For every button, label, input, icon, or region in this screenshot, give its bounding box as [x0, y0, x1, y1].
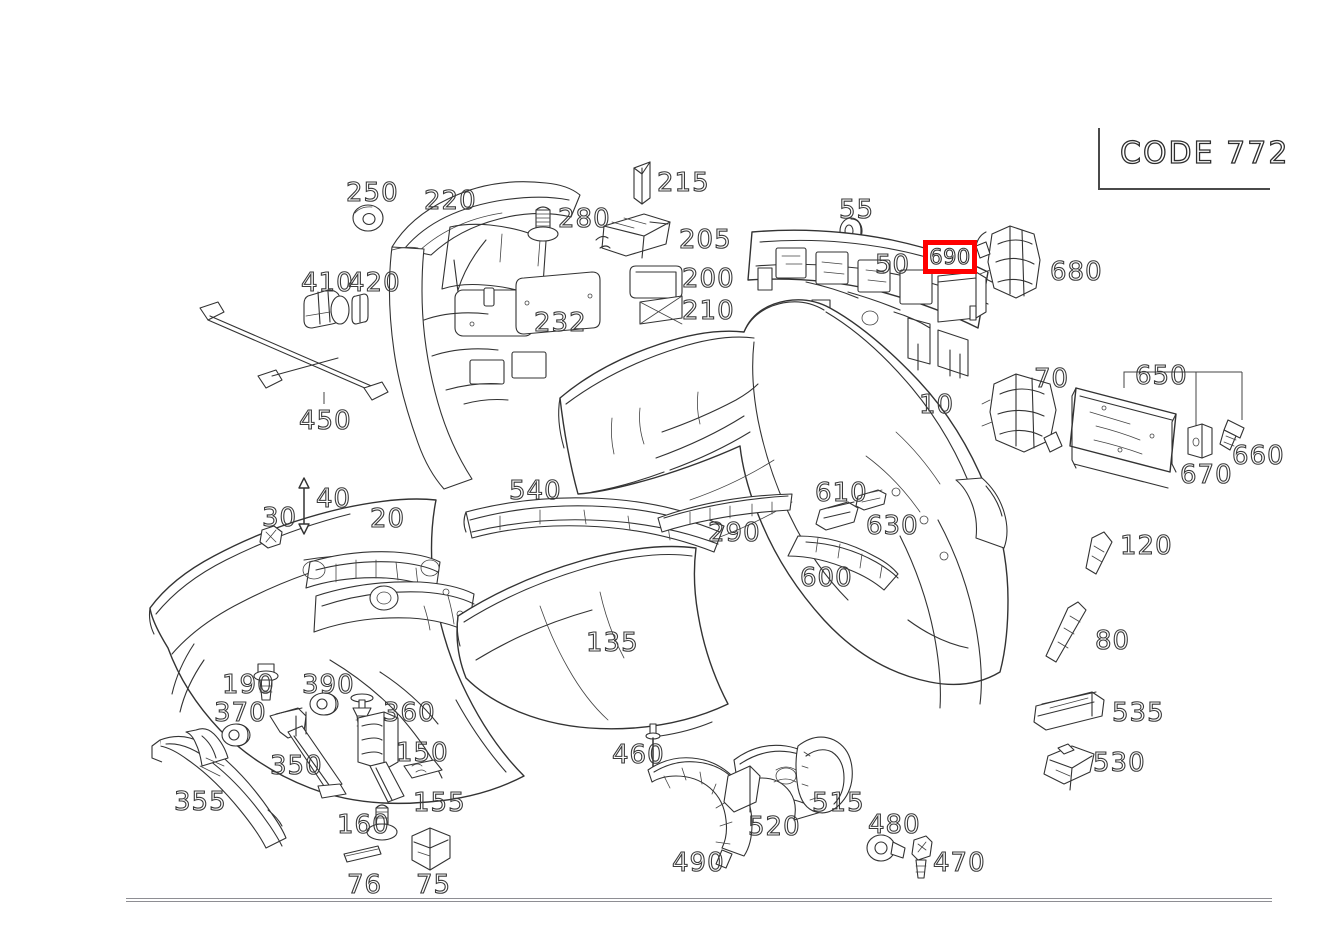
footer-divider	[126, 898, 1272, 902]
part-650-art	[1069, 371, 1243, 489]
callout-680[interactable]: 680	[1049, 257, 1103, 287]
callout-200[interactable]: 200	[681, 264, 735, 294]
part-670-art	[1187, 423, 1213, 459]
part-350-art	[269, 707, 347, 799]
callout-135[interactable]: 135	[585, 628, 639, 658]
callout-290[interactable]: 290	[707, 518, 761, 548]
callout-210[interactable]: 210	[681, 296, 735, 326]
part-420-art	[351, 293, 369, 325]
part-280-art	[527, 206, 559, 242]
callout-600[interactable]: 600	[799, 563, 853, 593]
part-490-art	[647, 757, 753, 869]
callout-530[interactable]: 530	[1092, 748, 1146, 778]
part-515-art	[795, 736, 853, 814]
highlighted-part-number-690[interactable]: 690	[923, 240, 977, 274]
callout-420[interactable]: 420	[347, 268, 401, 298]
callout-355[interactable]: 355	[173, 787, 227, 817]
part-600-art	[787, 535, 899, 591]
callout-520[interactable]: 520	[747, 812, 801, 842]
callout-30[interactable]: 30	[261, 503, 298, 533]
callout-650[interactable]: 650	[1134, 361, 1188, 391]
callout-40[interactable]: 40	[315, 484, 352, 514]
callout-250[interactable]: 250	[345, 178, 399, 208]
part-480-art	[866, 834, 906, 862]
part-630-art	[855, 489, 887, 511]
callout-220[interactable]: 220	[423, 186, 477, 216]
callout-515[interactable]: 515	[811, 788, 865, 818]
part-30-art	[259, 525, 283, 549]
code-plate-label: CODE 772	[1119, 135, 1290, 171]
part-120-art	[1085, 531, 1113, 575]
part-150-art	[357, 711, 405, 803]
part-660-art	[1219, 419, 1245, 451]
callout-410[interactable]: 410	[300, 268, 354, 298]
part-355-art	[151, 728, 287, 849]
callout-76[interactable]: 76	[346, 870, 383, 900]
part-470-art	[911, 835, 933, 879]
part-210-art	[639, 295, 683, 325]
part-530-art	[1043, 743, 1095, 791]
callout-480[interactable]: 480	[867, 810, 921, 840]
callout-20[interactable]: 20	[369, 504, 406, 534]
callout-660[interactable]: 660	[1231, 441, 1285, 471]
part-450-art	[199, 301, 389, 404]
part-75-art	[411, 827, 451, 871]
callout-350[interactable]: 350	[269, 751, 323, 781]
part-76-art	[343, 845, 382, 863]
callout-205[interactable]: 205	[678, 225, 732, 255]
callout-10[interactable]: 10	[918, 390, 955, 420]
part-370-art	[221, 723, 251, 747]
part-390-art	[309, 692, 339, 716]
part-70-art	[981, 373, 1063, 453]
callout-120[interactable]: 120	[1119, 531, 1173, 561]
callout-50[interactable]: 50	[874, 250, 911, 280]
callout-75[interactable]: 75	[415, 870, 452, 900]
callout-610[interactable]: 610	[814, 478, 868, 508]
callout-55[interactable]: 55	[838, 195, 875, 225]
part-290-art	[657, 493, 793, 533]
callout-190[interactable]: 190	[221, 670, 275, 700]
callout-450[interactable]: 450	[298, 406, 352, 436]
part-680-art	[975, 225, 1041, 299]
part-10-art	[558, 299, 1009, 709]
part-80-art	[1045, 601, 1087, 663]
callout-155[interactable]: 155	[412, 788, 466, 818]
callout-630[interactable]: 630	[865, 511, 919, 541]
callout-390[interactable]: 390	[301, 670, 355, 700]
code-plate: CODE 772	[1098, 128, 1288, 190]
part-232-art	[515, 271, 601, 335]
callout-370[interactable]: 370	[213, 698, 267, 728]
callout-460[interactable]: 460	[611, 740, 665, 770]
part-205-art	[595, 213, 671, 259]
part-610-art	[815, 501, 859, 531]
part-40-art	[298, 477, 310, 535]
callout-540[interactable]: 540	[508, 476, 562, 506]
callout-360[interactable]: 360	[382, 698, 436, 728]
part-690-art	[937, 271, 987, 323]
part-160-art	[366, 804, 398, 841]
part-200-art	[629, 265, 683, 299]
part-215-art	[633, 161, 651, 205]
callout-215[interactable]: 215	[656, 168, 710, 198]
callout-160[interactable]: 160	[336, 810, 390, 840]
callout-150[interactable]: 150	[395, 738, 449, 768]
part-155-art	[403, 759, 443, 779]
part-410-art	[303, 289, 350, 329]
callout-80[interactable]: 80	[1094, 626, 1131, 656]
callout-490[interactable]: 490	[671, 848, 725, 878]
part-535-art	[1033, 691, 1105, 731]
callout-470[interactable]: 470	[932, 848, 986, 878]
part-135-art	[456, 545, 729, 737]
highlighted-part-number-label: 690	[929, 244, 971, 269]
callout-232[interactable]: 232	[533, 308, 587, 338]
code-plate-bracket	[1098, 128, 1270, 190]
callout-535[interactable]: 535	[1111, 698, 1165, 728]
part-250-art	[352, 204, 384, 232]
callout-670[interactable]: 670	[1179, 460, 1233, 490]
callout-70[interactable]: 70	[1033, 364, 1070, 394]
callout-280[interactable]: 280	[557, 204, 611, 234]
part-190-art	[253, 663, 279, 701]
